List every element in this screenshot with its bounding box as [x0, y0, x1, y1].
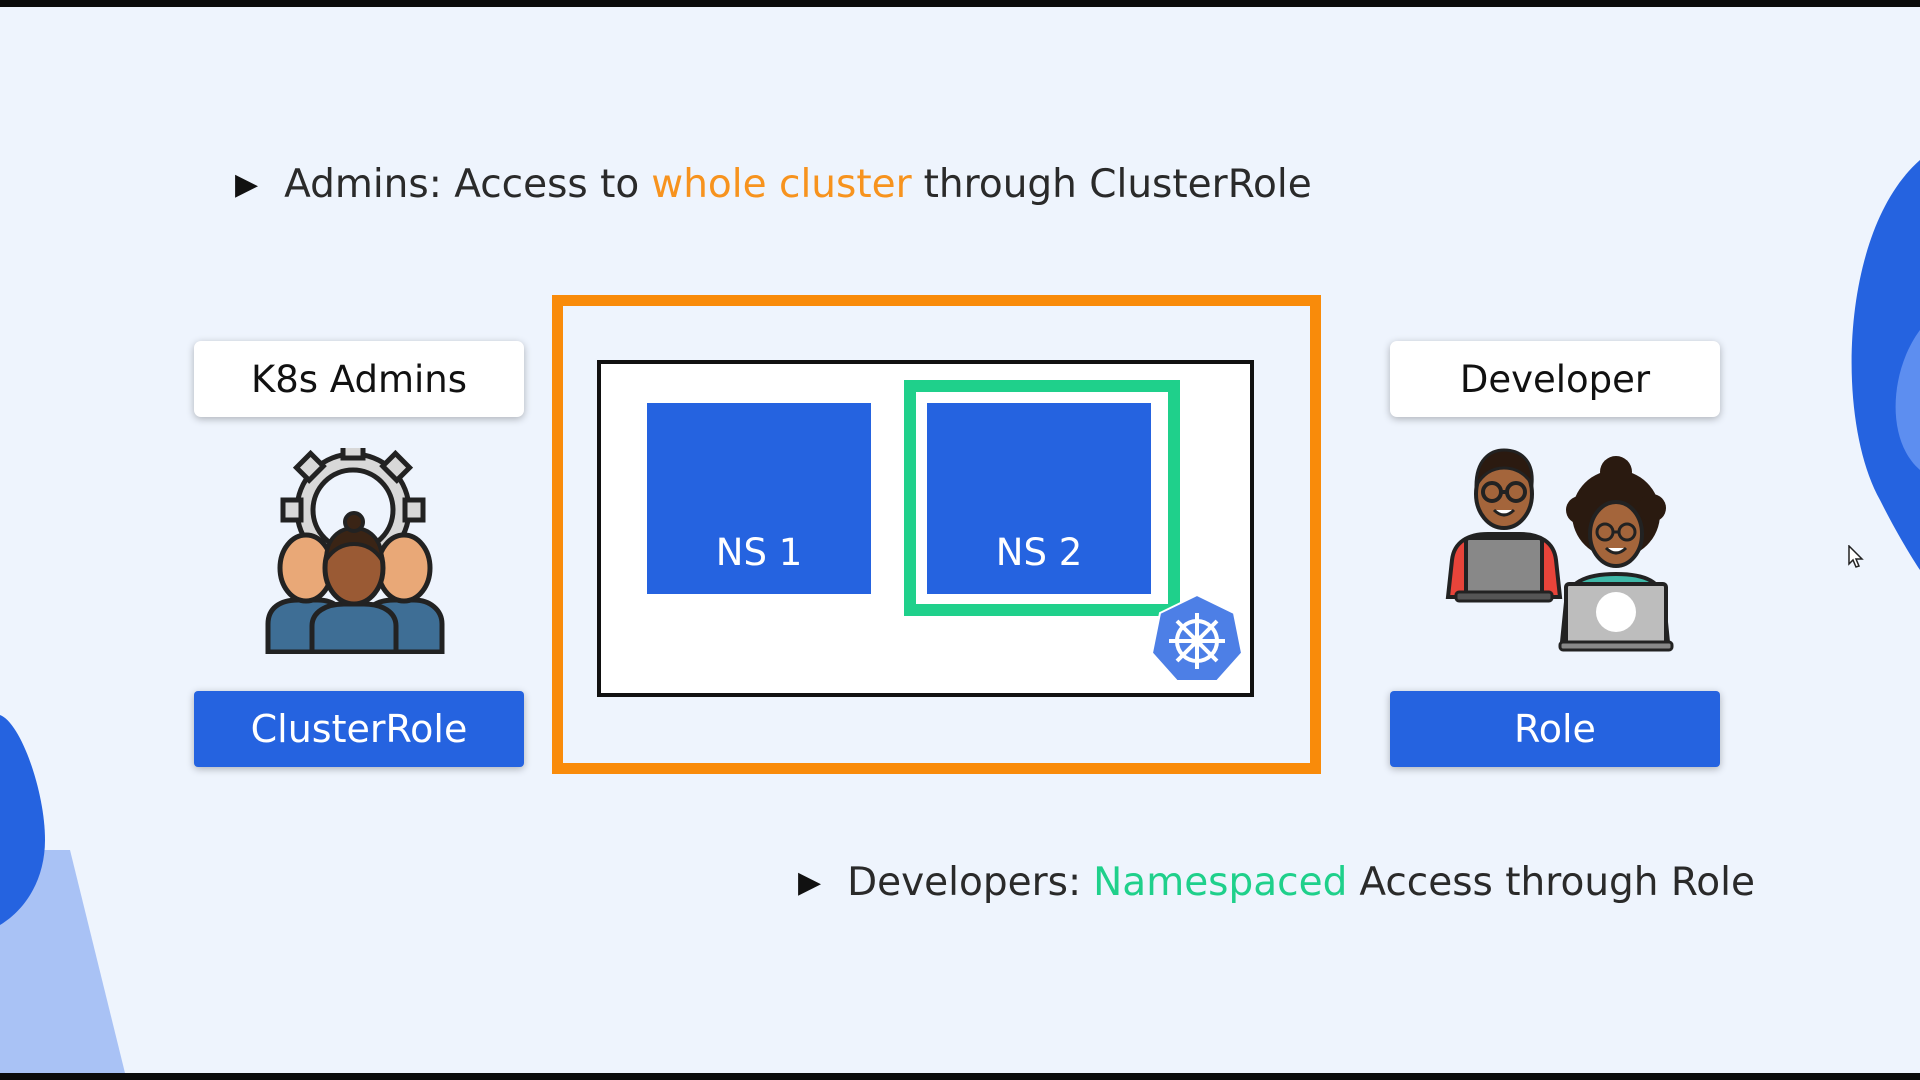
- bullet-developers-text-end: Access through Role: [1359, 860, 1755, 905]
- developers-laptops-icon: [1445, 448, 1674, 652]
- bullet-admins-text-end: through ClusterRole: [923, 162, 1312, 207]
- bullet-arrow-icon: ▶: [798, 865, 822, 900]
- bullet-admins-highlight: whole cluster: [651, 162, 912, 207]
- role-button[interactable]: Role: [1390, 691, 1720, 767]
- mouse-cursor-icon: [1848, 545, 1864, 568]
- bullet-developers: ▶ Developers: Namespaced Access through …: [798, 860, 1755, 905]
- namespace-ns1: NS 1: [647, 403, 871, 594]
- developer-label: Developer: [1390, 341, 1720, 417]
- kubernetes-helm-icon: [1150, 593, 1244, 682]
- admins-group-gear-icon: [265, 448, 445, 654]
- bullet-admins: ▶ Admins: Access to whole cluster throug…: [235, 162, 1312, 207]
- top-letterbox-bar: [0, 0, 1920, 7]
- bullet-arrow-icon: ▶: [235, 167, 259, 202]
- cluster-frame: [552, 295, 1321, 774]
- k8s-admins-label: K8s Admins: [194, 341, 524, 417]
- clusterrole-button[interactable]: ClusterRole: [194, 691, 524, 767]
- namespace-ns2: NS 2: [927, 403, 1151, 594]
- bottom-letterbox-bar: [0, 1073, 1920, 1080]
- bullet-developers-text: Developers:: [847, 860, 1082, 905]
- bullet-developers-highlight: Namespaced: [1093, 860, 1348, 905]
- bullet-admins-text: Admins: Access to: [284, 162, 640, 207]
- namespace-highlight-frame: [904, 380, 1180, 616]
